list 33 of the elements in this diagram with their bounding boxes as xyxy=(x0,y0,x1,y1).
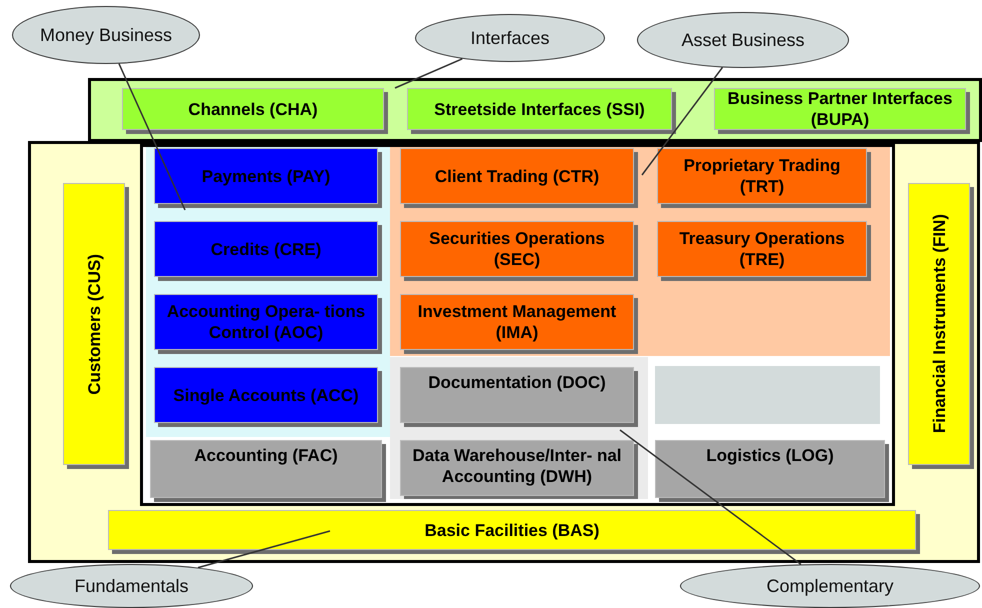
module-label: Financial Instruments (FIN) xyxy=(928,214,950,434)
callout-text: Fundamentals xyxy=(74,575,189,597)
callout-text: Money Business xyxy=(40,24,172,46)
group-panel xyxy=(146,147,390,437)
module-label: Business Partner Interfaces (BUPA) xyxy=(726,88,954,130)
callout-text: Complementary xyxy=(766,575,894,597)
module-label: Accounting Opera- tions Control (AOC) xyxy=(166,301,366,343)
module-label: Payments (PAY) xyxy=(202,166,330,186)
group-panel xyxy=(390,147,890,356)
module-label: Proprietary Trading (TRT) xyxy=(682,155,842,197)
module-label: Credits (CRE) xyxy=(210,238,322,260)
module-label: Basic Facilities (BAS) xyxy=(424,520,600,540)
callout-text: Interfaces xyxy=(470,27,550,49)
module-label: Channels (CHA) xyxy=(188,98,318,120)
module-label: Client Trading (CTR) xyxy=(434,166,600,186)
module-label: Customers (CUS) xyxy=(84,254,104,394)
module-label: Accounting (FAC) xyxy=(194,445,338,466)
callout-text: Asset Business xyxy=(681,29,805,51)
group-panel xyxy=(390,357,648,499)
module-label: Documentation (DOC) xyxy=(428,372,606,393)
module-label: Investment Management (IMA) xyxy=(416,301,618,343)
module-label: Data Warehouse/Inter- nal Accounting (DWH) xyxy=(411,445,623,487)
leader-line xyxy=(641,67,723,176)
module-label: Treasury Operations (TRE) xyxy=(678,228,846,270)
module-label: Securities Operations (SEC) xyxy=(428,228,606,270)
module-label: Streetside Interfaces (SSI) xyxy=(434,98,645,120)
module-label: Logistics (LOG) xyxy=(706,445,834,466)
module-label: Single Accounts (ACC) xyxy=(173,384,359,406)
layer-panel xyxy=(88,78,982,142)
leader-line xyxy=(620,429,802,565)
layer-panel xyxy=(140,144,895,506)
placeholder-box xyxy=(655,366,880,424)
layer-panel xyxy=(28,141,980,563)
